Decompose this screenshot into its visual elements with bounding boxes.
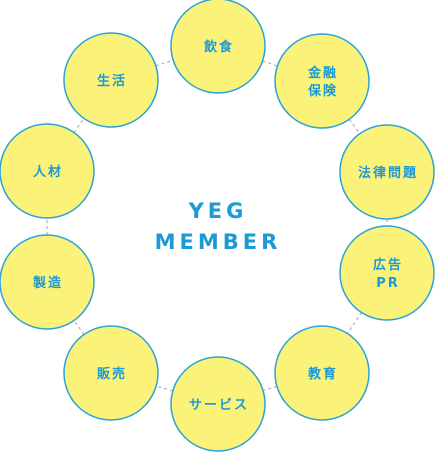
- category-label: 法律問題: [358, 165, 418, 181]
- category-label: 金融: [307, 65, 338, 81]
- category-node-legal: 法律問題: [339, 124, 435, 220]
- connector-line: [73, 320, 85, 335]
- category-circle: [170, 356, 266, 452]
- category-node-edu: 教育: [274, 325, 370, 421]
- category-node-ad: 広告 PR: [339, 225, 435, 321]
- connector-ring: [46, 59, 388, 392]
- category-label: 教育: [307, 366, 338, 382]
- category-circle: [339, 225, 435, 321]
- category-circle: [63, 32, 159, 128]
- connector-line: [156, 385, 173, 392]
- category-node-sales: 販売: [63, 325, 159, 421]
- category-node-service: サービス: [170, 356, 266, 452]
- center-title-line1: YEG: [188, 199, 248, 223]
- connector-line: [155, 59, 174, 67]
- category-label: 製造: [32, 275, 63, 291]
- category-label: 保険: [307, 83, 338, 99]
- category-circle: [274, 325, 370, 421]
- connector-line: [348, 118, 361, 135]
- connector-line: [73, 118, 85, 133]
- category-label: 飲食: [203, 39, 234, 55]
- category-label: 販売: [97, 366, 127, 382]
- center-title-line2: MEMBER: [155, 230, 282, 254]
- category-node-mfg: 製造: [0, 234, 95, 330]
- category-node-food: 飲食: [170, 0, 266, 94]
- category-label: 生活: [97, 73, 127, 89]
- category-circle: [339, 124, 435, 220]
- category-circle: [274, 33, 370, 129]
- category-circle: [0, 234, 95, 330]
- category-circle: [0, 123, 95, 219]
- category-label: サービス: [189, 397, 249, 413]
- category-label: 広告: [373, 257, 403, 273]
- category-circle: [170, 0, 266, 94]
- connector-line: [347, 312, 362, 334]
- category-node-hr: 人材: [0, 123, 95, 219]
- connector-line: [262, 385, 278, 392]
- category-label: PR: [376, 276, 400, 291]
- category-circle: [63, 325, 159, 421]
- connector-line: [262, 60, 278, 67]
- category-label: 人材: [33, 164, 63, 180]
- category-node-life: 生活: [63, 32, 159, 128]
